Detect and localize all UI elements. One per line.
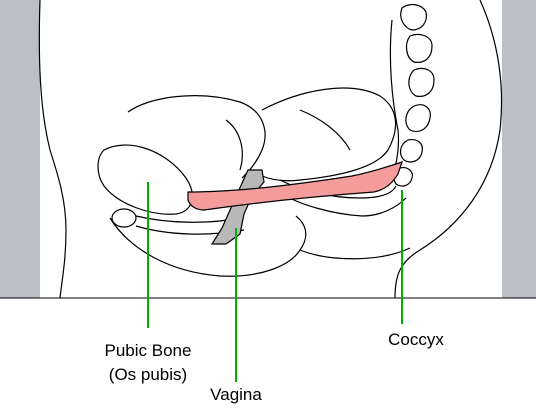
bladder-outline — [127, 95, 266, 179]
buttock-outline — [299, 247, 411, 260]
os-pubis-label: (Os pubis) — [109, 365, 187, 384]
perineum-outline — [109, 215, 307, 277]
left-background-panel — [0, 0, 40, 298]
pelvic-floor-muscle — [187, 161, 403, 211]
right-background-panel — [502, 0, 536, 298]
body-outline — [38, 0, 67, 299]
pubic-symphysis — [111, 208, 137, 228]
pubic-bone — [97, 144, 193, 215]
organ-inner-curve — [225, 109, 351, 171]
vagina-label: Vagina — [210, 385, 262, 404]
back-outline — [394, 0, 503, 299]
pubic-bone-label: Pubic Bone — [105, 341, 192, 360]
uterus-outline — [261, 87, 397, 182]
coccyx-label: Coccyx — [388, 330, 444, 349]
spine-vertebrae — [393, 3, 435, 187]
sacrum-inner-curve — [387, 19, 400, 187]
